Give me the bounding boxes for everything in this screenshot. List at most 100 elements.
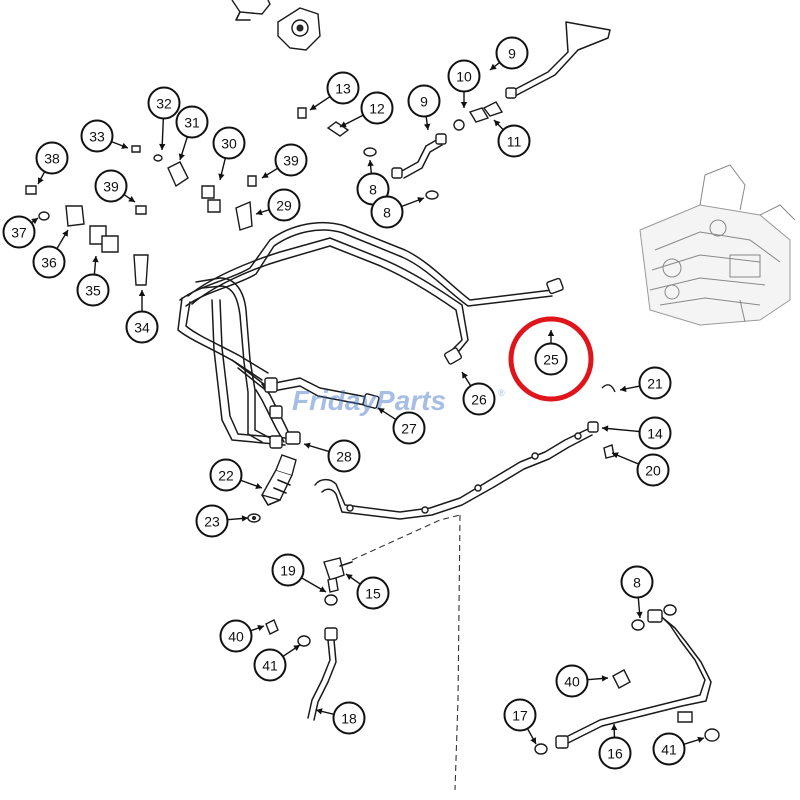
fuel-injection-pump-illustration: [639, 164, 796, 326]
injector-nozzle-part-15: [323, 514, 461, 593]
callout-arrowhead: [697, 736, 704, 743]
callout-number: 28: [336, 449, 352, 465]
callout-arrowhead: [530, 737, 536, 744]
callout-arrowhead: [310, 104, 317, 110]
callout-arrowhead: [601, 675, 608, 682]
callout-number: 8: [633, 575, 641, 591]
callout-number: 8: [383, 205, 391, 221]
callout-circle: [638, 366, 672, 400]
callout-arrowhead: [293, 645, 300, 651]
callout-arrowhead: [417, 197, 424, 204]
callout-circle: [253, 648, 287, 682]
callout-arrowhead: [218, 173, 225, 180]
callout-number: 11: [507, 134, 522, 150]
watermark-text: FridayParts: [292, 385, 446, 416]
callout-18: 18: [315, 701, 366, 735]
callout-number: 23: [204, 514, 220, 530]
callout-arrowhead: [256, 209, 263, 216]
callout-40: 40: [219, 619, 265, 653]
callout-arrowhead: [612, 452, 619, 459]
callout-number: 14: [647, 426, 663, 442]
callout-14: 14: [601, 416, 672, 450]
callout-arrowhead: [636, 611, 643, 618]
callout-arrowhead: [304, 442, 311, 449]
callout-13: 13: [309, 71, 360, 111]
callout-36: 36: [32, 229, 69, 279]
fuel-pipe-part-16: [555, 609, 712, 749]
callout-circle: [503, 698, 537, 732]
callout-circle: [620, 565, 654, 599]
callout-circle: [356, 576, 390, 610]
callout-arrowhead: [346, 574, 353, 581]
highlight-ring-25: [508, 316, 594, 402]
callout-circle: [495, 36, 529, 70]
small-hardware: [247, 101, 720, 755]
callout-9: 9: [489, 36, 529, 71]
callout-number: 35: [85, 283, 101, 299]
callout-number: 9: [508, 46, 516, 62]
callout-number: 13: [335, 81, 351, 97]
callout-number: 38: [44, 151, 60, 167]
callout-circle: [598, 736, 632, 770]
callout-arrowhead: [159, 143, 166, 150]
callout-circle: [2, 215, 36, 249]
callout-arrowhead: [178, 153, 185, 160]
callout-number: 21: [647, 376, 663, 392]
callout-arrowhead: [378, 408, 385, 414]
callout-number: 33: [89, 129, 105, 145]
watermark-registered-mark: ®: [498, 388, 505, 398]
callout-9: 9: [407, 84, 441, 131]
callout-number: 30: [221, 136, 237, 152]
callout-number: 10: [456, 69, 472, 85]
dashed-leader-line: [454, 514, 461, 791]
callout-circle: [175, 105, 209, 139]
callout-number: 39: [283, 153, 299, 169]
callout-circle: [555, 664, 589, 698]
callout-circle: [392, 411, 426, 445]
callout-circle: [125, 310, 159, 344]
callout-number: 9: [420, 94, 428, 110]
callout-number: 12: [369, 101, 385, 117]
callout-number: 25: [543, 352, 559, 368]
callout-number: 41: [262, 658, 278, 674]
callout-arrowhead: [460, 102, 468, 108]
callout-circle: [32, 245, 66, 279]
callout-circle: [94, 169, 128, 203]
left-hardware-cluster: [25, 107, 350, 286]
callout-12: 12: [339, 91, 394, 128]
callout-41: 41: [652, 732, 705, 766]
callout-number: 26: [471, 392, 487, 408]
callout-circle: [370, 195, 404, 229]
callout-number: 40: [228, 629, 244, 645]
callout-number: 40: [564, 674, 580, 690]
callout-circle: [147, 86, 181, 120]
callout-circle: [407, 84, 441, 118]
callout-21: 21: [619, 366, 672, 400]
callout-arrowhead: [92, 256, 99, 263]
callout-number: 17: [512, 708, 528, 724]
callout-19: 19: [271, 553, 327, 593]
callout-arrowhead: [316, 708, 323, 715]
callout-leader-line: [601, 427, 640, 433]
callout-circle: [212, 126, 246, 160]
callout-circle: [80, 119, 114, 153]
callout-number: 34: [134, 320, 150, 336]
callout-circle: [209, 458, 243, 492]
callout-circle: [327, 439, 361, 473]
callout-arrowhead: [121, 142, 128, 149]
callout-number: 31: [184, 115, 200, 131]
fuel-pipe-part-18: [307, 627, 338, 721]
callout-number: 15: [365, 586, 381, 602]
callout-circle: [638, 416, 672, 450]
callout-31: 31: [175, 105, 209, 161]
callout-circle: [271, 553, 305, 587]
watermark: FridayParts ®: [292, 385, 505, 416]
callout-17: 17: [503, 698, 537, 745]
callout-circle: [497, 124, 531, 158]
callout-circle: [462, 382, 496, 416]
callout-8: 8: [370, 195, 425, 229]
callout-number: 19: [280, 563, 296, 579]
callout-number: 27: [401, 421, 417, 437]
